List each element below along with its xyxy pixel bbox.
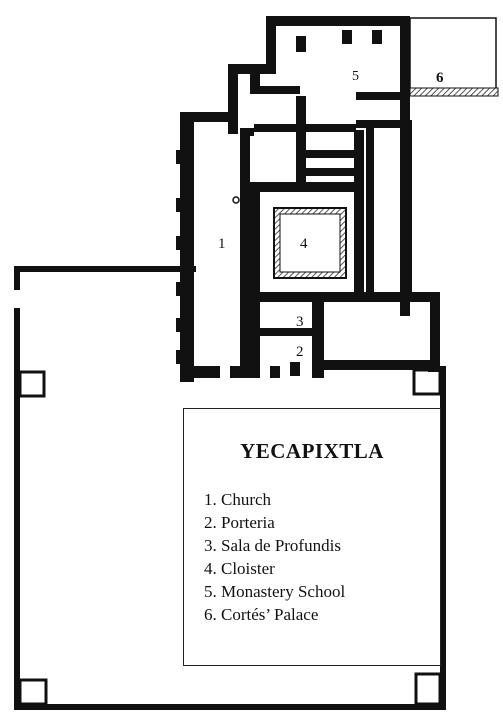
porteria-walls [250,292,440,378]
legend-number: 6 [204,605,213,624]
room-label-3: 3 [296,314,304,330]
school-walls [228,16,410,316]
legend-item: 4. Cloister [204,559,275,578]
legend-text: Porteria [221,513,275,532]
legend-number: 3 [204,536,213,555]
cortes-palace-outline [409,17,497,91]
legend-text: Cortés’ Palace [221,605,319,624]
marker-dot [232,196,240,204]
church-walls [176,104,280,382]
legend-number: 4 [204,559,213,578]
legend-item: 5. Monastery School [204,582,346,601]
legend-text: Cloister [221,559,275,578]
legend-number: 2 [204,513,213,532]
legend-title: YECAPIXTLA [240,439,384,463]
legend-box: YECAPIXTLA 1. Church 2. Porteria 3. Sala… [183,408,441,666]
legend-item: 1. Church [204,490,272,509]
legend-item: 2. Porteria [204,513,275,532]
room-label-1: 1 [218,236,226,252]
legend-item: 3. Sala de Profundis [204,536,341,555]
legend-text: Monastery School [221,582,346,601]
cloister-walls [250,96,412,302]
legend-number: 5 [204,582,213,601]
legend-number: 1 [204,490,213,509]
legend-list: 1. Church 2. Porteria 3. Sala de Profund… [204,488,440,626]
legend-item: 6. Cortés’ Palace [204,605,319,624]
legend-text: Church [221,490,272,509]
atrium-enclosure [14,266,446,710]
room-label-2: 2 [296,344,304,360]
legend-text: Sala de Profundis [221,536,341,555]
room-label-6: 6 [436,70,444,86]
cortes-palace-hatch [409,87,499,97]
room-label-4: 4 [300,236,308,252]
room-label-5: 5 [352,69,359,84]
